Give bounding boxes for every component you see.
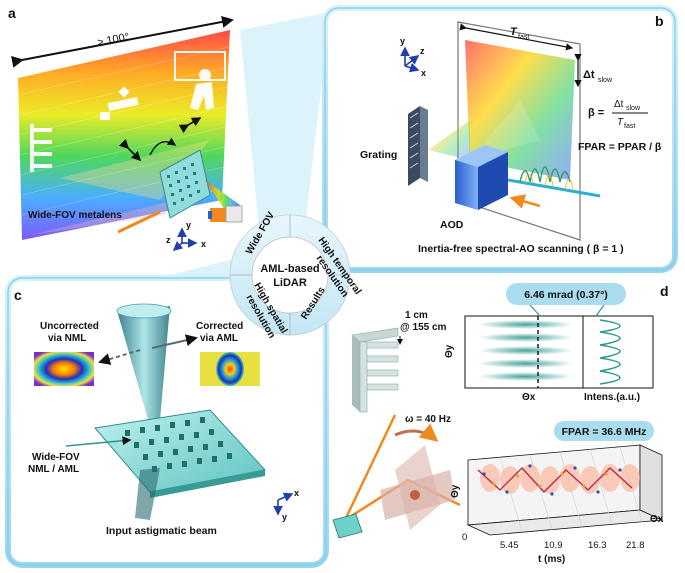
svg-text:via AML: via AML (200, 333, 238, 344)
distance-label: @ 155 cm (400, 322, 447, 333)
input-fiber (117, 210, 161, 234)
panel-b-letter: b (655, 13, 664, 29)
source-device (210, 208, 226, 222)
time-scan-plot (466, 444, 664, 536)
aod-label: AOD (440, 219, 464, 231)
grating-label: Grating (360, 149, 397, 161)
svg-text:t (ms): t (ms) (538, 554, 565, 565)
svg-text:x: x (201, 239, 206, 249)
panel-a-axes: y z x (166, 220, 206, 252)
svg-text:Θx: Θx (522, 392, 536, 403)
svg-text:10.9: 10.9 (544, 540, 563, 551)
svg-text:fast: fast (624, 123, 635, 130)
projection-screen (18, 30, 230, 240)
panel-d-letter: d (660, 283, 669, 299)
aod-block (455, 145, 508, 210)
svg-text:Δt: Δt (583, 69, 595, 81)
panel-c-axes: x y (273, 488, 299, 522)
svg-text:6.46 mrad (0.37°): 6.46 mrad (0.37°) (524, 289, 608, 301)
svg-text:z: z (420, 46, 425, 56)
svg-text:FPAR = 36.6 MHz: FPAR = 36.6 MHz (562, 426, 647, 438)
svg-text:slow: slow (598, 77, 613, 84)
svg-text:16.3: 16.3 (588, 540, 607, 551)
panel-b-axes: y z x (400, 36, 426, 78)
svg-text:β =: β = (588, 107, 604, 119)
panel-c: c Uncorrected via NML Corrected via AML … (5, 275, 329, 568)
scan-rows (478, 320, 573, 381)
metalens-label: Wide-FOV metalens (28, 210, 122, 221)
svg-text:y: y (186, 220, 191, 230)
scan-fan (465, 40, 575, 180)
center-title-1: AML-based (260, 263, 319, 275)
center-title-2: LiDAR (273, 277, 307, 289)
input-beam-c (135, 468, 160, 520)
uncorrected-label: Uncorrected (40, 321, 99, 332)
panel-b: b y z x T fast Δt slow β = Δt slow T fas… (322, 5, 678, 273)
panel-d: d 1 cm @ 155 cm ω = 40 Hz 6.46 mra (332, 283, 669, 565)
svg-text:Intens.(a.u.): Intens.(a.u.) (584, 392, 640, 403)
svg-text:via NML: via NML (48, 333, 86, 344)
omega-label: ω = 40 Hz (405, 414, 451, 425)
uncorrected-spot-image (34, 352, 94, 386)
svg-text:Θy: Θy (450, 484, 461, 498)
intensity-plot (582, 315, 654, 389)
time-axis-ticks: 0 5.45 10.9 16.3 21.8 (462, 532, 645, 551)
fov-arrow (11, 15, 234, 68)
svg-text:Θx: Θx (650, 514, 664, 525)
panel-b-caption: Inertia-free spectral-AO scanning ( β = … (418, 243, 624, 255)
svg-text:y: y (282, 512, 287, 522)
svg-text:Δt: Δt (614, 99, 624, 110)
panel-a: a > 100° (8, 5, 243, 252)
svg-text:NML / AML: NML / AML (28, 464, 79, 475)
metalens-pillars (167, 163, 200, 205)
panel-c-letter: c (14, 287, 22, 303)
comb-target (351, 327, 399, 413)
resolution-label: 1 cm (405, 310, 428, 321)
metalens-plate (159, 149, 211, 219)
panel-a-letter: a (8, 5, 16, 21)
pulse-train (519, 166, 571, 183)
fpar-badge (554, 421, 654, 441)
svg-text:T: T (510, 26, 518, 38)
svg-text:fast: fast (518, 34, 529, 41)
svg-text:Θy: Θy (444, 344, 455, 358)
svg-text:5.45: 5.45 (500, 540, 519, 551)
svg-text:y: y (400, 36, 405, 46)
focusing-cone (118, 306, 170, 420)
svg-text:FPAR = PPAR / β: FPAR = PPAR / β (578, 141, 662, 153)
plate-pillars (125, 417, 232, 472)
svg-text:21.8: 21.8 (626, 540, 645, 551)
mrad-badge (506, 283, 626, 305)
svg-text:x: x (421, 68, 426, 78)
input-beam-label: Input astigmatic beam (106, 525, 217, 537)
svg-text:z: z (166, 235, 171, 245)
input-beam (507, 178, 601, 198)
nml-aml-label: Wide-FOV (32, 452, 80, 463)
svg-text:x: x (294, 488, 299, 498)
corrected-label: Corrected (196, 321, 243, 332)
svg-text:slow: slow (626, 105, 641, 112)
svg-text:0: 0 (462, 532, 467, 543)
beam-to-target (343, 414, 397, 521)
svg-text:T: T (617, 117, 624, 128)
fov-label: > 100° (96, 31, 130, 49)
metalens-d (332, 513, 363, 539)
grating (408, 106, 428, 186)
galvo-mirror (380, 445, 455, 530)
intensity-profile (599, 319, 621, 385)
